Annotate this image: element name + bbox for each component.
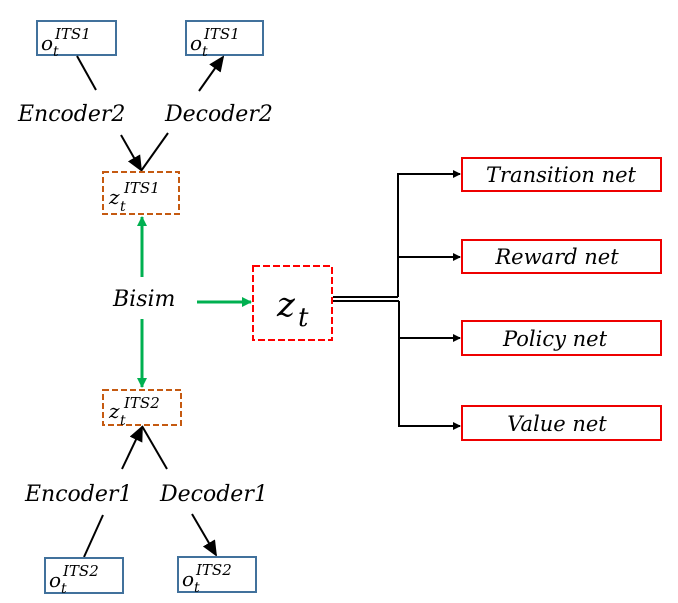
svg-text:ITS2: ITS2 — [123, 394, 160, 412]
latent-zt: z t — [252, 265, 333, 341]
decoder2-label: Decoder2 — [164, 102, 273, 127]
latent-sub: t — [120, 413, 126, 429]
obs-sub: t — [53, 44, 59, 60]
decoder1-label: Decoder1 — [159, 482, 268, 507]
zt-base: z — [276, 285, 296, 325]
svg-text:o: o — [49, 568, 61, 592]
net-transition: Transition net — [461, 157, 662, 192]
latent-z-its2: z t ITS2 — [102, 389, 182, 429]
zt-sub: t — [298, 303, 309, 333]
obs-sup: ITS1 — [203, 25, 240, 43]
latent-sup: ITS2 — [123, 394, 160, 412]
obs-base: o — [41, 31, 53, 55]
net-value: Value net — [461, 405, 662, 441]
svg-text:o: o — [190, 31, 202, 55]
encoder1-label: Encoder1 — [24, 482, 132, 507]
latent-sub: t — [120, 199, 126, 215]
bisim-label: Bisim — [112, 287, 175, 312]
edge-z1-decoder2 — [140, 132, 169, 172]
latent-base: z — [108, 399, 120, 423]
svg-text:t: t — [194, 580, 200, 596]
edge-encoder2-z1 — [120, 134, 142, 172]
edge-decoder1-obs2 — [191, 513, 218, 557]
svg-text:t: t — [61, 581, 67, 597]
obs-base: o — [49, 568, 61, 592]
edge-obs2-encoder1 — [83, 514, 104, 558]
net-policy: Policy net — [461, 320, 662, 356]
zt-connector — [333, 170, 461, 430]
svg-text:o: o — [41, 31, 53, 55]
obs-sup: ITS2 — [62, 562, 99, 580]
net-label: Reward net — [494, 245, 619, 269]
obs-sub: t — [194, 580, 200, 596]
obs-sub: t — [61, 581, 67, 597]
svg-text:ITS2: ITS2 — [195, 561, 232, 579]
edge-obs1-encoder2 — [76, 55, 97, 91]
edge-encoder1-z2 — [121, 425, 143, 470]
encoder2-label: Encoder2 — [17, 102, 125, 127]
svg-text:t: t — [120, 199, 126, 215]
net-label: Transition net — [486, 163, 637, 187]
svg-text:t: t — [53, 44, 59, 60]
svg-text:z: z — [108, 399, 120, 423]
svg-text:z: z — [108, 185, 120, 209]
svg-text:t: t — [120, 413, 126, 429]
obs-base: o — [190, 31, 202, 55]
svg-text:ITS1: ITS1 — [54, 25, 91, 43]
svg-text:ITS1: ITS1 — [123, 179, 160, 197]
obs-base: o — [182, 567, 194, 591]
svg-text:o: o — [182, 567, 194, 591]
net-label: Value net — [507, 412, 607, 436]
svg-text:ITS1: ITS1 — [203, 25, 240, 43]
latent-sup: ITS1 — [123, 179, 160, 197]
edge-decoder2-obs1 — [198, 55, 225, 92]
net-reward: Reward net — [461, 239, 662, 274]
latent-z-its1: z t ITS1 — [102, 171, 180, 215]
obs-top-right: o t ITS1 — [185, 20, 264, 60]
svg-text:z: z — [276, 285, 296, 325]
obs-sup: ITS2 — [195, 561, 232, 579]
edge-z2-decoder1 — [141, 425, 168, 470]
svg-text:t: t — [298, 303, 309, 333]
obs-bottom-left: o t ITS2 — [44, 557, 124, 597]
obs-bottom-right: o t ITS2 — [177, 556, 257, 596]
svg-text:t: t — [202, 44, 208, 60]
obs-top-left: o t ITS1 — [36, 20, 117, 60]
svg-text:ITS2: ITS2 — [62, 562, 99, 580]
latent-base: z — [108, 185, 120, 209]
obs-sub: t — [202, 44, 208, 60]
obs-sup: ITS1 — [54, 25, 91, 43]
net-label: Policy net — [502, 327, 608, 351]
